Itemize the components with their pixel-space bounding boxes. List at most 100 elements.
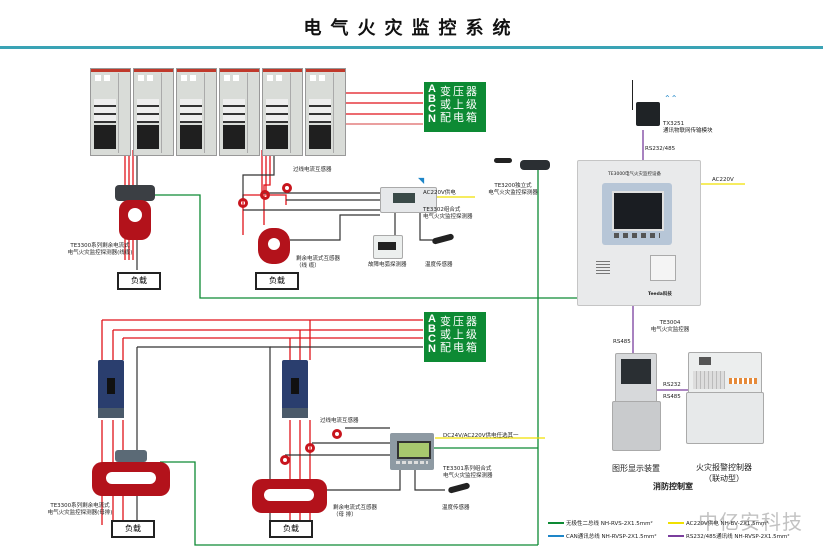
- wire-branch1: [242, 150, 263, 235]
- legend-item: AC220V供电 NH-BV-2X1.5mm²: [686, 521, 769, 527]
- antenna-icon: [632, 80, 633, 110]
- current-transformer-ring: [332, 429, 342, 439]
- graphic-display-cabinet: [612, 401, 661, 451]
- monitoring-panel: TE3000电气火灾监控设备 Teeda科技: [577, 160, 701, 306]
- load-box: 负载: [269, 520, 313, 538]
- te3300-cable-label: TE3300系列剩余电流式电气火灾监控探测器(线缆): [67, 243, 133, 256]
- rs232-label: RS232: [663, 382, 681, 388]
- box-char: 器: [465, 85, 477, 98]
- switchgear-cabinet: [219, 68, 260, 156]
- switchgear-cabinet: [133, 68, 174, 156]
- current-transformer-ring: [280, 455, 290, 465]
- box-char: 器: [465, 315, 477, 328]
- rs485b-label: RS485: [663, 394, 681, 400]
- box-char: 变: [439, 315, 451, 328]
- box-char: 压: [452, 85, 464, 98]
- switchgear-cabinet: [90, 68, 131, 156]
- residual-ct-label: 剩余电流式互感器（线 缆）: [296, 256, 341, 269]
- fire-alarm-label: 火灾报警控制器（联动型）: [696, 463, 752, 483]
- temperature-probe-icon: [494, 158, 512, 163]
- box-char: 配: [439, 341, 451, 354]
- watermark: 中亿安科技: [698, 510, 803, 534]
- box-char: 压: [452, 315, 464, 328]
- arc-fault-label: 故障电弧探测器: [368, 262, 407, 268]
- ac220v-label: AC220V: [712, 177, 734, 183]
- graphic-display-monitor: [615, 353, 657, 403]
- box-char: 上: [452, 328, 464, 341]
- current-transformer-ring: [305, 443, 315, 453]
- box-char: 变: [439, 85, 451, 98]
- box-char: 级: [465, 328, 477, 341]
- over-current-ct-label: 过线电流互感器: [320, 418, 359, 424]
- legend-swatch: [548, 535, 564, 537]
- te3302-label: TE3302组合式电气火灾监控探测器: [423, 207, 473, 220]
- over-current-ct-label: 过线电流互感器: [293, 167, 332, 173]
- wireless-icon: ◥: [418, 176, 425, 185]
- box-char: 箱: [465, 111, 477, 124]
- box-char: 电: [452, 341, 464, 354]
- temp-sensor-label: 温度传感器: [442, 505, 470, 511]
- circuit-breaker: [98, 360, 124, 418]
- rs-wires: [632, 130, 688, 391]
- arc-fault-detector: [373, 235, 403, 259]
- load-box: 负载: [117, 272, 161, 290]
- speaker-grill: [596, 261, 610, 276]
- box-char: 或: [439, 98, 451, 111]
- rs485-label: RS485: [613, 339, 631, 345]
- phase-label: N: [428, 343, 436, 355]
- circuit-breaker: [282, 360, 308, 418]
- box-char: 或: [439, 328, 451, 341]
- page-title: 电气火灾监控系统: [303, 18, 520, 39]
- box-char: 级: [465, 98, 477, 111]
- legend-swatch: [668, 535, 684, 537]
- legend-item: CAN通讯总线 NH-RVSP-2X1.5mm²: [566, 534, 657, 540]
- panel-buttons[interactable]: [614, 233, 660, 238]
- control-room-label: 消防控制室: [653, 482, 693, 491]
- te3301-detector: [390, 433, 434, 470]
- switchgear-cabinet: [176, 68, 217, 156]
- box-char: 上: [452, 98, 464, 111]
- load-box: 负载: [111, 520, 155, 538]
- current-transformer-ring: [260, 190, 270, 200]
- fire-alarm-console: [688, 352, 762, 394]
- te3300-busbar-label: TE3300系列剩余电流式电气火灾监控探测器(母排): [47, 503, 113, 516]
- screen-bezel: [602, 183, 672, 245]
- phase-label: A: [428, 83, 436, 95]
- legend-swatch: [668, 522, 684, 524]
- te3200-label: TE3200独立式电气火灾监控探测器: [488, 183, 538, 196]
- panel-brand: Teeda科技: [648, 292, 672, 297]
- wireless-icon: ⌃⌃: [664, 94, 678, 103]
- bus-wires: [150, 165, 580, 546]
- switchgear-cabinet: [305, 68, 346, 156]
- legend-item: RS232/485通讯线 NH-RVSP-2X1.5mm²: [686, 534, 790, 540]
- transformer-box-top: A B C N 变 压 器 或 上 级 配 电 箱: [424, 82, 486, 132]
- residual-ct-cable: [119, 200, 151, 240]
- switchgear-cabinet: [262, 68, 303, 156]
- title-divider: [0, 46, 823, 49]
- load-box: 负载: [255, 272, 299, 290]
- phase-label: C: [428, 103, 436, 115]
- power-wires: [435, 183, 745, 439]
- legend-swatch: [548, 522, 564, 524]
- printer-slot: [650, 255, 676, 281]
- wire-branch3: [263, 150, 271, 225]
- panel-header: TE3000电气火灾监控设备: [608, 172, 662, 177]
- phase-label: A: [428, 313, 436, 325]
- box-char: 箱: [465, 341, 477, 354]
- residual-ct-cable: [258, 228, 290, 264]
- current-transformer-ring: [238, 198, 248, 208]
- dc24v-label: DC24V/AC220V供电任选其一: [443, 433, 519, 439]
- phase-label: C: [428, 333, 436, 345]
- residual-ct-busbar: [252, 479, 327, 513]
- box-char: 电: [452, 111, 464, 124]
- display-device-label: 图形显示装置: [612, 464, 660, 473]
- te3200-detector: [520, 160, 550, 170]
- temp-sensor-label: 温度传感器: [425, 262, 453, 268]
- phase-label: N: [428, 113, 436, 125]
- fire-alarm-cabinet: [686, 392, 764, 444]
- legend-item: 无极性二总线 NH-RVS-2X1.5mm²: [566, 521, 653, 527]
- te3300-detector-head: [115, 185, 155, 201]
- te3301-label: TE3301系列组合式电气火灾监控探测器: [443, 466, 493, 479]
- gateway-module: [636, 102, 660, 126]
